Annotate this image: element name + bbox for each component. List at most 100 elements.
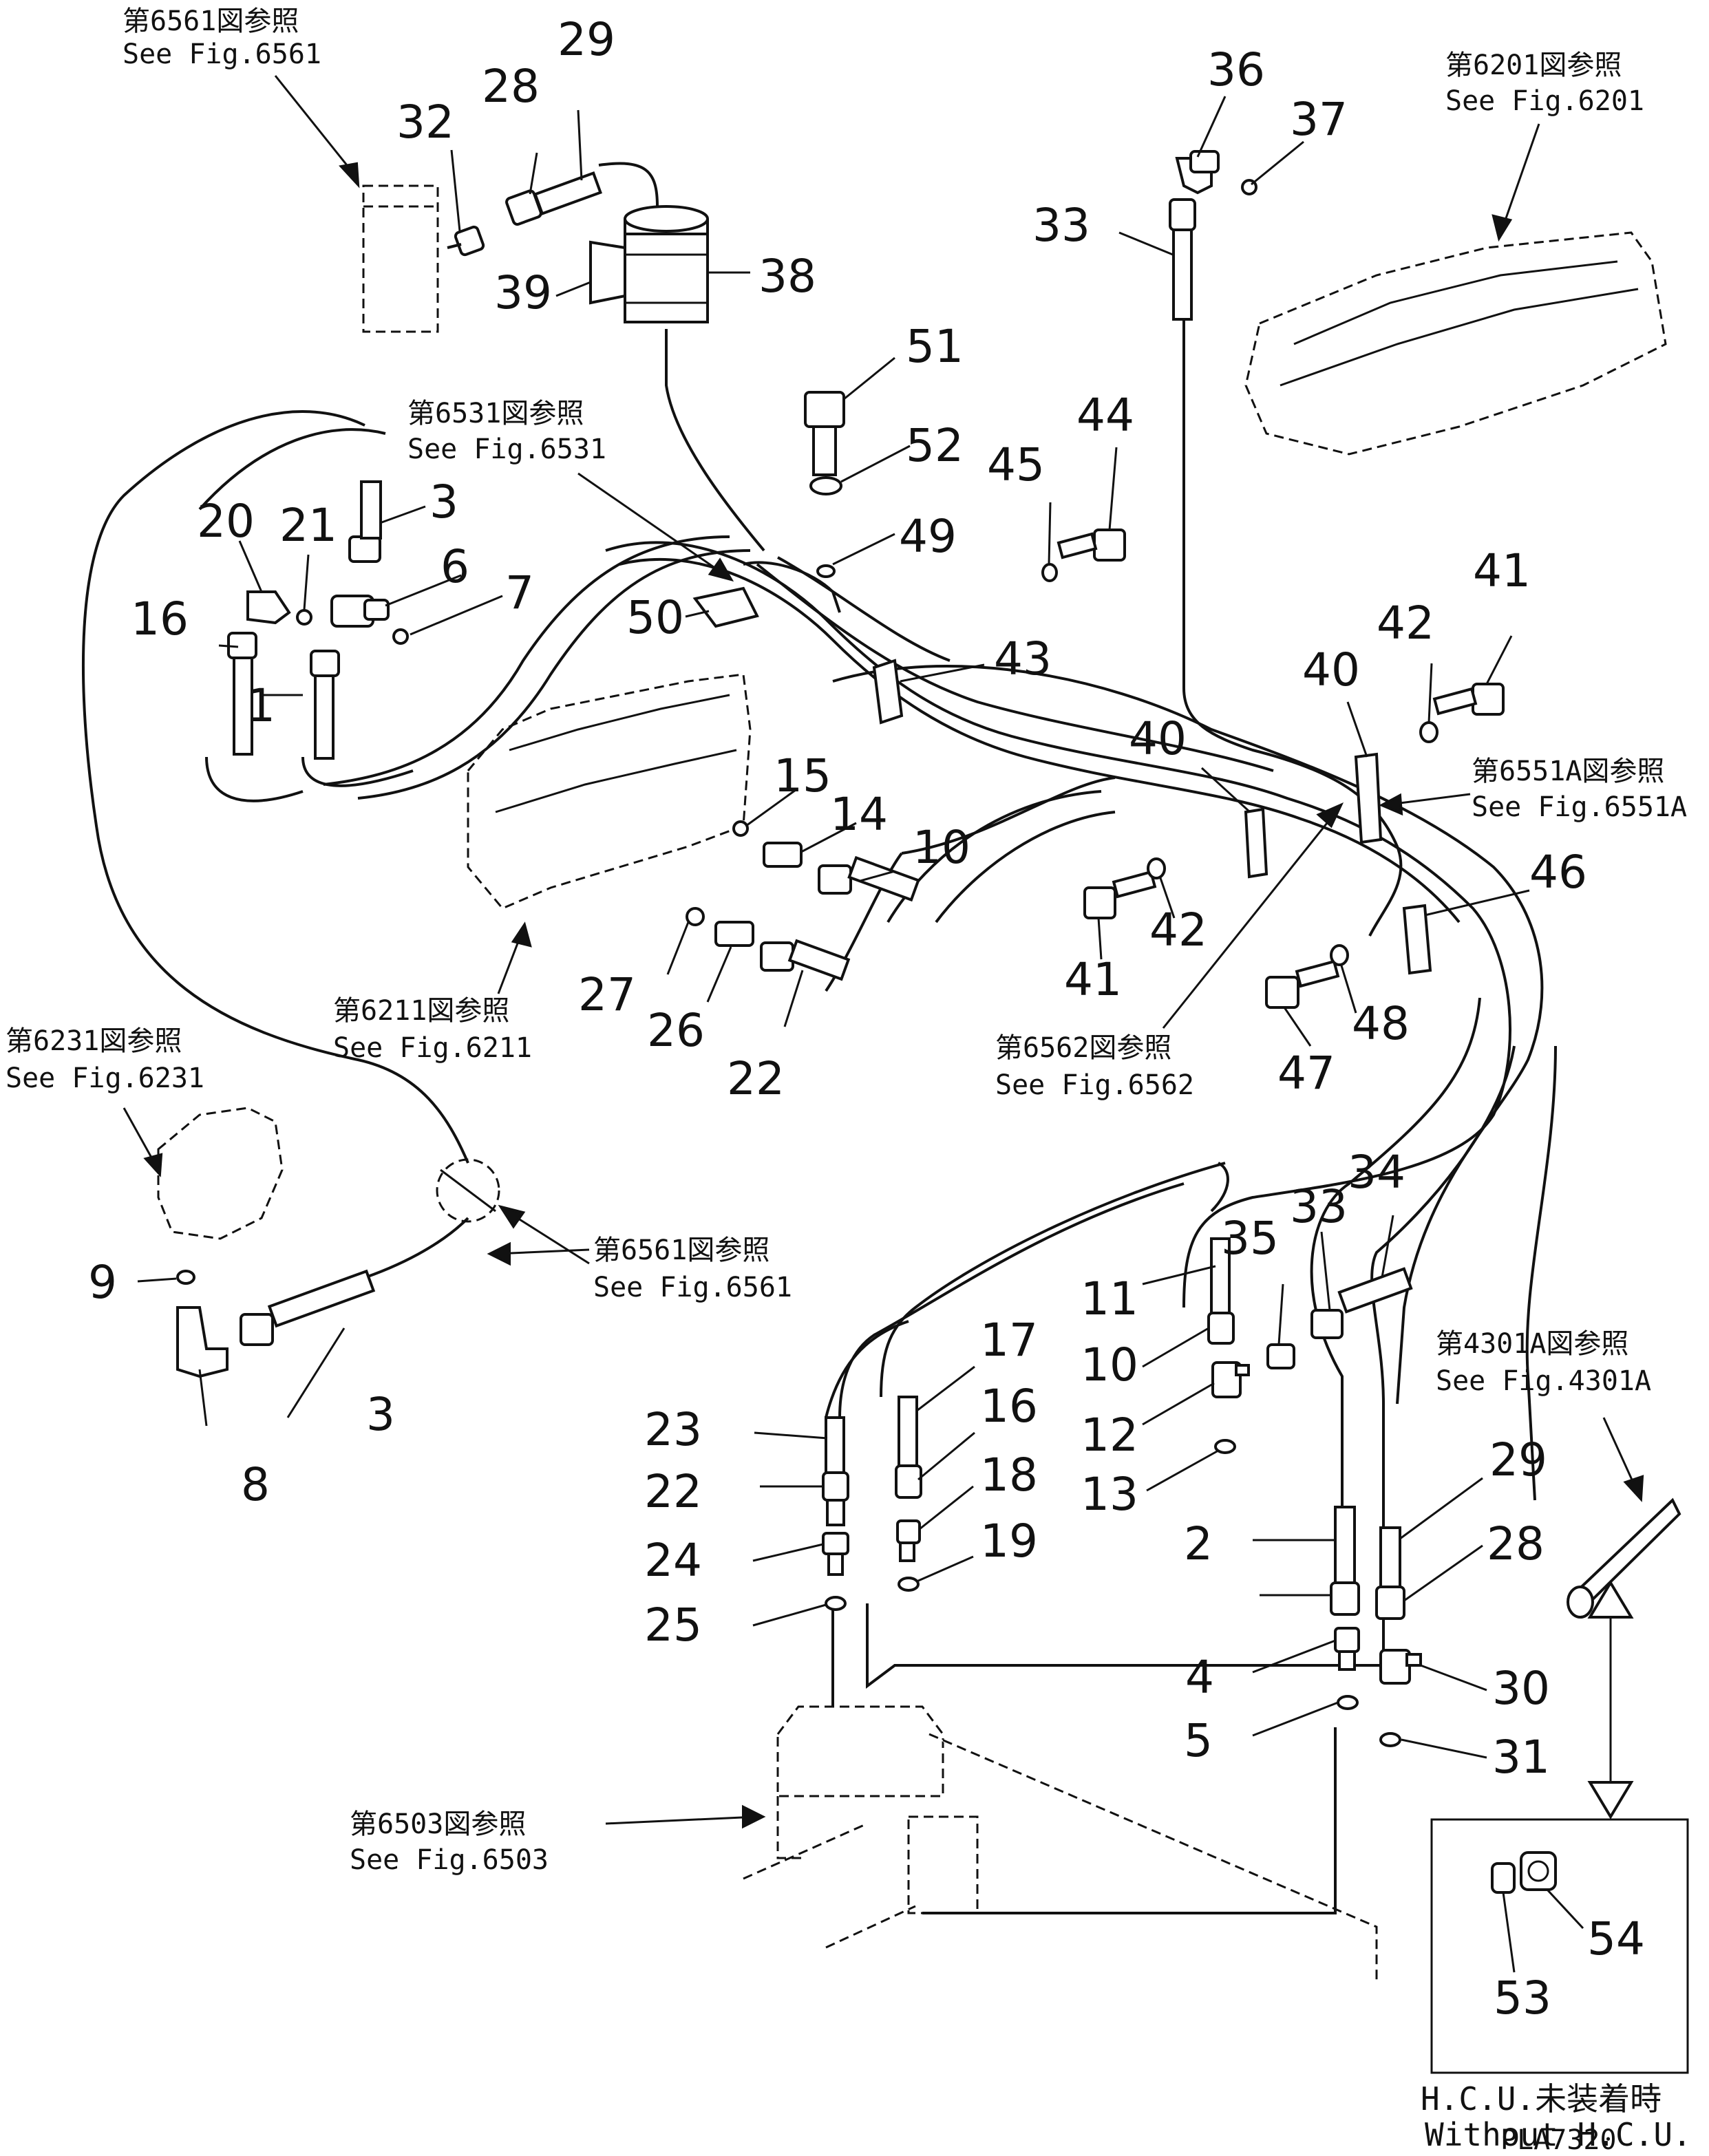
lower-manifold-6503: [743, 1705, 1378, 1982]
callout-20: 20: [197, 495, 255, 548]
callout-10: 10: [1081, 1338, 1138, 1391]
callout-49: 49: [899, 510, 957, 563]
callout-37: 37: [1290, 93, 1348, 146]
callout-25: 25: [644, 1599, 702, 1652]
callout-40: 40: [1129, 712, 1187, 765]
callout-33: 33: [1290, 1180, 1348, 1233]
callout-40: 40: [1302, 643, 1360, 696]
callout-43: 43: [994, 632, 1052, 685]
filter-canister: [624, 205, 709, 323]
callout-29: 29: [1489, 1433, 1547, 1486]
callout-18: 18: [980, 1449, 1038, 1502]
callout-4: 4: [1185, 1651, 1214, 1704]
callout-32: 32: [396, 96, 454, 149]
callout-46: 46: [1529, 846, 1587, 899]
callout-9: 9: [88, 1256, 117, 1309]
callout-29: 29: [558, 13, 615, 66]
swivel-joint-6561: [436, 1158, 500, 1223]
callout-5: 5: [1184, 1714, 1213, 1767]
callout-19: 19: [980, 1515, 1038, 1568]
ref-6561-jp: 第6561図参照: [123, 6, 299, 37]
callout-41: 41: [1473, 544, 1531, 597]
callout-7: 7: [505, 566, 534, 619]
callout-35: 35: [1221, 1212, 1279, 1265]
callout-22: 22: [644, 1465, 702, 1518]
main-control-valve-6211: [467, 673, 752, 910]
callout-34: 34: [1348, 1146, 1405, 1199]
callout-39: 39: [494, 266, 552, 319]
callout-54: 54: [1587, 1912, 1645, 1965]
callout-50: 50: [626, 591, 684, 644]
hcu-note-en: Without H.C.U.: [1425, 2116, 1692, 2153]
callout-3: 3: [429, 476, 458, 529]
drawing-code-label: PLA7320: [1500, 2124, 1617, 2156]
callout-16: 16: [131, 593, 189, 645]
leader-lines: [123, 75, 1644, 1973]
ref-6211-en: See Fig.6211: [333, 1032, 532, 1064]
ref-4301a-en: See Fig.4301A: [1436, 1365, 1651, 1397]
callout-33: 33: [1032, 199, 1090, 252]
callout-51: 51: [906, 320, 964, 373]
callout-53: 53: [1494, 1972, 1551, 2025]
callout-44: 44: [1076, 389, 1134, 442]
ref-6231-jp: 第6231図参照: [6, 1025, 182, 1057]
callout-26: 26: [647, 1004, 705, 1057]
ref-4301a-jp: 第4301A図参照: [1436, 1328, 1628, 1360]
ref-6231-en: See Fig.6231: [6, 1063, 204, 1094]
hcu-inset-box: [1430, 1818, 1689, 2074]
callout-1: 1: [246, 679, 275, 732]
ref-6211-jp: 第6211図参照: [333, 995, 509, 1027]
fittings: [176, 150, 1505, 1747]
callout-6: 6: [440, 540, 469, 593]
callout-45: 45: [987, 438, 1045, 491]
ref-6561b-en: See Fig.6561: [593, 1272, 792, 1303]
reference-block-6561: [362, 184, 439, 333]
callout-31: 31: [1492, 1731, 1550, 1784]
filter-bracket: [589, 240, 626, 305]
callout-22: 22: [727, 1052, 785, 1105]
ref-6562-en: See Fig.6562: [995, 1069, 1194, 1101]
ref-6531-en: See Fig.6531: [407, 434, 606, 465]
ref-6561-en: See Fig.6561: [123, 39, 321, 70]
ref-6561b-jp: 第6561図参照: [593, 1235, 769, 1266]
pipe-routes: [81, 162, 1557, 1914]
callout-24: 24: [644, 1534, 702, 1587]
callout-11: 11: [1081, 1272, 1138, 1325]
callout-15: 15: [774, 749, 831, 802]
callout-42: 42: [1149, 904, 1207, 957]
ref-6531-jp: 第6531図参照: [407, 398, 584, 429]
ref-6503-jp: 第6503図参照: [350, 1808, 526, 1840]
callout-17: 17: [980, 1314, 1038, 1367]
ref-6551a-en: See Fig.6551A: [1472, 791, 1687, 823]
callout-47: 47: [1277, 1047, 1335, 1100]
callout-10: 10: [913, 821, 970, 874]
ref-6551a-jp: 第6551A図参照: [1472, 756, 1664, 787]
ref-6201-jp: 第6201図参照: [1445, 50, 1622, 81]
callout-27: 27: [578, 968, 636, 1021]
callout-30: 30: [1492, 1662, 1550, 1715]
control-valve-6201: [1244, 231, 1667, 456]
callout-42: 42: [1377, 597, 1434, 650]
callout-2: 2: [1184, 1517, 1213, 1570]
callout-28: 28: [482, 60, 540, 113]
callout-38: 38: [758, 250, 816, 303]
callout-8: 8: [241, 1458, 270, 1511]
callout-52: 52: [906, 419, 964, 472]
callout-41: 41: [1064, 953, 1122, 1006]
replacement-double-arrow: [1587, 1580, 1634, 1819]
callout-labels: 1 2 3 3 4 5 6 7 8 9 10 10 11 12 13 14 15…: [88, 13, 1645, 2025]
hcu-note-jp: H.C.U.未装着時: [1421, 2080, 1662, 2117]
callout-21: 21: [279, 499, 337, 552]
callout-28: 28: [1487, 1517, 1545, 1570]
ref-6503-en: See Fig.6503: [350, 1844, 549, 1876]
callout-16: 16: [980, 1380, 1038, 1433]
valve-6231: [157, 1107, 284, 1240]
callout-48: 48: [1352, 997, 1410, 1050]
callout-12: 12: [1081, 1409, 1138, 1462]
callout-23: 23: [644, 1403, 702, 1456]
callout-3: 3: [366, 1388, 395, 1441]
pipe-4301a: [1567, 1497, 1681, 1619]
callout-36: 36: [1207, 43, 1265, 96]
ref-6562-jp: 第6562図参照: [995, 1032, 1171, 1064]
